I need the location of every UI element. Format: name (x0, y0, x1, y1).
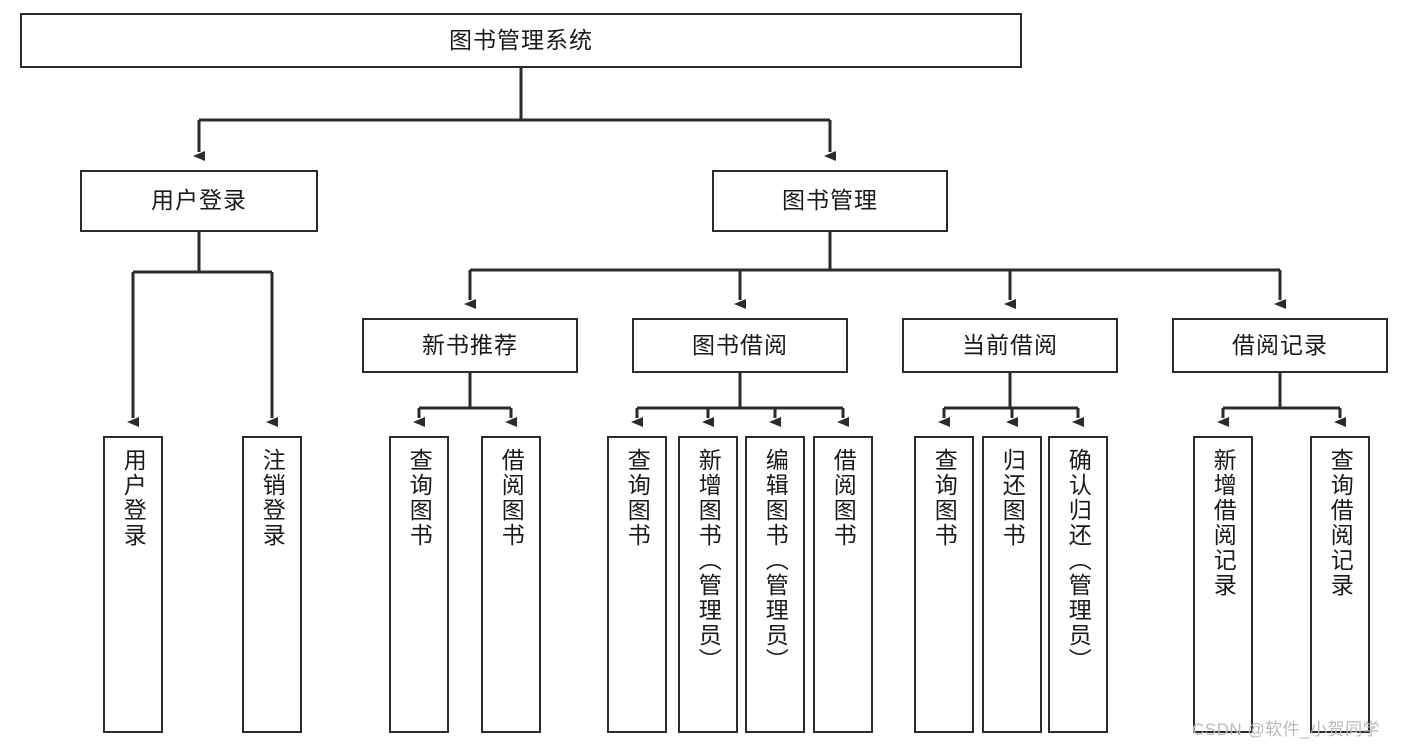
node-new-book-recommend[interactable]: 新书推荐 (362, 318, 578, 373)
leaf-user-logout-label: 注销登录 (259, 448, 286, 548)
node-user-login-module[interactable]: 用户登录 (80, 170, 318, 232)
edge-group-record (1217, 373, 1346, 427)
node-borrow-record-label: 借阅记录 (1232, 331, 1328, 358)
leaf-borrow-add-book[interactable]: 新增图书（管理员） (678, 436, 738, 733)
leaf-current-query-book[interactable]: 查询图书 (914, 436, 974, 733)
edge-group-root (193, 68, 836, 161)
leaf-record-add-label: 新增借阅记录 (1210, 448, 1237, 598)
edge-group-new (413, 373, 517, 427)
leaf-new-borrow-book-label: 借阅图书 (498, 448, 525, 548)
leaf-record-add[interactable]: 新增借阅记录 (1193, 436, 1253, 733)
leaf-borrow-add-book-label: 新增图书（管理员） (695, 448, 722, 673)
node-book-borrow-label: 图书借阅 (692, 331, 788, 358)
leaf-borrow-borrow-book-label: 借阅图书 (830, 448, 857, 548)
node-borrow-record[interactable]: 借阅记录 (1172, 318, 1388, 373)
node-current-borrow-label: 当前借阅 (962, 331, 1058, 358)
leaf-borrow-edit-book-label: 编辑图书（管理员） (762, 448, 789, 673)
leaf-user-login-label: 用户登录 (120, 448, 147, 548)
node-book-management-module[interactable]: 图书管理 (712, 170, 948, 232)
leaf-new-borrow-book[interactable]: 借阅图书 (481, 436, 541, 733)
leaf-current-confirm-return[interactable]: 确认归还（管理员） (1048, 436, 1108, 733)
leaf-user-login[interactable]: 用户登录 (103, 436, 163, 733)
node-book-management-module-label: 图书管理 (782, 187, 878, 214)
node-root[interactable]: 图书管理系统 (20, 13, 1022, 68)
leaf-borrow-query-book-label: 查询图书 (624, 448, 651, 548)
edge-group-borrow (631, 373, 849, 427)
leaf-current-return-book-label: 归还图书 (999, 448, 1026, 548)
edge-group-book (464, 232, 1286, 309)
leaf-current-confirm-return-label: 确认归还（管理员） (1065, 448, 1092, 673)
leaf-record-query-label: 查询借阅记录 (1327, 448, 1354, 598)
leaf-borrow-edit-book[interactable]: 编辑图书（管理员） (745, 436, 805, 733)
leaf-borrow-query-book[interactable]: 查询图书 (607, 436, 667, 733)
node-new-book-recommend-label: 新书推荐 (422, 331, 518, 358)
leaf-new-query-book[interactable]: 查询图书 (389, 436, 449, 733)
leaf-borrow-borrow-book[interactable]: 借阅图书 (813, 436, 873, 733)
node-book-borrow[interactable]: 图书借阅 (632, 318, 848, 373)
edge-group-user (127, 232, 278, 427)
leaf-user-logout[interactable]: 注销登录 (242, 436, 302, 733)
leaf-record-query[interactable]: 查询借阅记录 (1310, 436, 1370, 733)
node-root-label: 图书管理系统 (449, 26, 593, 53)
node-user-login-module-label: 用户登录 (151, 187, 247, 214)
leaf-current-return-book[interactable]: 归还图书 (982, 436, 1042, 733)
leaf-current-query-book-label: 查询图书 (931, 448, 958, 548)
node-current-borrow[interactable]: 当前借阅 (902, 318, 1118, 373)
edge-group-current (938, 373, 1084, 427)
leaf-new-query-book-label: 查询图书 (406, 448, 433, 548)
